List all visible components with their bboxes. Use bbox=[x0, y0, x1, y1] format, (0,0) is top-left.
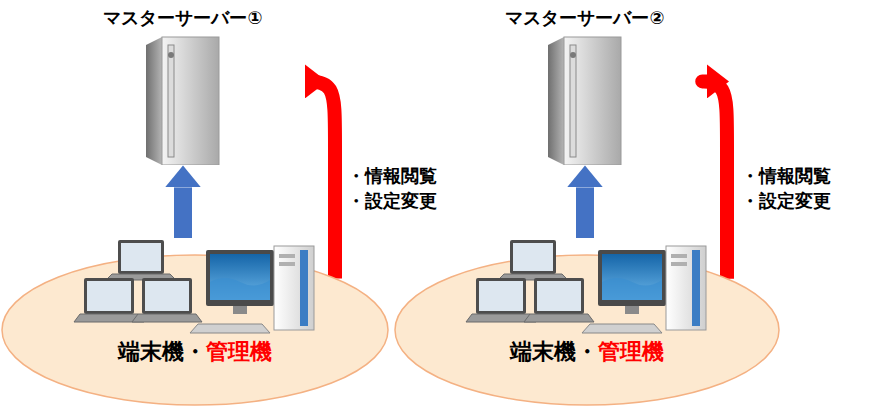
server-node: マスターサーバー① bbox=[83, 6, 283, 165]
group-caption-part: 管理機 bbox=[598, 339, 664, 364]
server-title: マスターサーバー② bbox=[485, 6, 685, 29]
edge-label: ・情報閲覧 ・設定変更 bbox=[741, 163, 853, 213]
server-title: マスターサーバー① bbox=[83, 6, 283, 29]
group-shape bbox=[0, 238, 390, 408]
connection-arrow bbox=[174, 187, 192, 238]
server-body bbox=[548, 37, 621, 165]
connection-arrow bbox=[576, 187, 594, 238]
terminal-group: 端末機・管理機 bbox=[0, 238, 390, 408]
pc-illustration bbox=[466, 240, 706, 333]
group-caption-part: 端末機・ bbox=[118, 339, 206, 364]
server-illustration bbox=[548, 35, 623, 165]
group-shape bbox=[393, 238, 781, 408]
group-caption-part: 管理機 bbox=[206, 339, 272, 364]
server-node: マスターサーバー② bbox=[485, 6, 685, 165]
pc-illustration bbox=[74, 240, 314, 333]
server-illustration bbox=[146, 35, 221, 165]
group-caption: 端末機・管理機 bbox=[0, 338, 390, 366]
server-body bbox=[146, 37, 219, 165]
group-caption-part: 端末機・ bbox=[510, 339, 598, 364]
terminal-group: 端末機・管理機 bbox=[393, 238, 781, 408]
group-caption: 端末機・管理機 bbox=[393, 338, 781, 366]
edge-label: ・情報閲覧 ・設定変更 bbox=[347, 163, 459, 213]
